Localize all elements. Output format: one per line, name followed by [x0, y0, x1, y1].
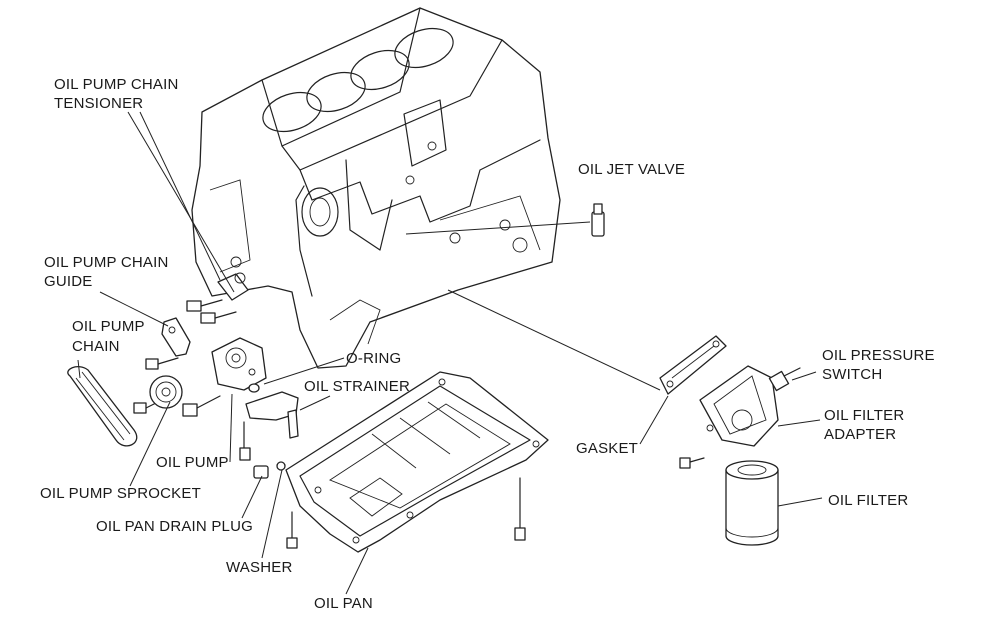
oil-filter-part	[725, 460, 779, 546]
label-oil-pump-chain-line2: CHAIN	[72, 338, 120, 355]
label-oil-filter: OIL FILTER	[828, 492, 909, 509]
oil-pump-chain-tensioner	[217, 272, 249, 301]
gasket-part	[659, 335, 727, 395]
oil-pump-chain	[67, 366, 138, 447]
label-oil-pump-chain-guide-line1: OIL PUMP CHAIN	[44, 254, 169, 271]
label-o-ring: O-RING	[346, 350, 402, 367]
pan-bolts	[286, 477, 526, 549]
oil-pressure-switch-part	[768, 367, 801, 392]
label-oil-pump-sprocket: OIL PUMP SPROCKET	[40, 485, 201, 502]
label-oil-pan-drain-plug: OIL PAN DRAIN PLUG	[96, 518, 253, 535]
label-oil-pressure-switch-line1: OIL PRESSURE	[822, 347, 935, 364]
label-oil-filter-adapter-line1: OIL FILTER	[824, 407, 905, 424]
label-oil-jet-valve: OIL JET VALVE	[578, 161, 686, 178]
label-oil-filter-adapter-line2: ADAPTER	[824, 426, 897, 443]
label-oil-pump: OIL PUMP	[156, 454, 229, 471]
leader-lines	[77, 111, 823, 595]
oil-pump-sprocket	[149, 375, 183, 409]
oil-filter-adapter-part	[699, 365, 779, 447]
label-oil-pump-chain-tensioner-line2: TENSIONER	[54, 95, 144, 112]
label-gasket: GASKET	[576, 440, 639, 457]
cylinder-block	[191, 7, 561, 369]
pump-bolts	[133, 357, 221, 417]
label-oil-pan: OIL PAN	[314, 595, 373, 612]
o-ring	[248, 383, 260, 393]
label-oil-pump-chain-line1: OIL PUMP	[72, 318, 145, 335]
oil-strainer	[239, 391, 299, 461]
adapter-bolt	[679, 457, 705, 469]
label-oil-pump-chain-guide-line2: GUIDE	[44, 273, 93, 290]
label-oil-pressure-switch-line2: SWITCH	[822, 366, 883, 383]
oil-pan-drain-plug	[253, 465, 269, 479]
oil-pump	[211, 337, 267, 391]
oil-jet-valve	[591, 203, 605, 237]
oil-pump-chain-guide	[161, 317, 191, 357]
washer-part	[276, 461, 286, 471]
oil-pan-part	[285, 371, 549, 553]
label-washer: WASHER	[226, 559, 293, 576]
label-oil-strainer: OIL STRAINER	[304, 378, 411, 395]
label-oil-pump-chain-tensioner-line1: OIL PUMP CHAIN	[54, 76, 179, 93]
guide-bolts	[186, 299, 237, 324]
